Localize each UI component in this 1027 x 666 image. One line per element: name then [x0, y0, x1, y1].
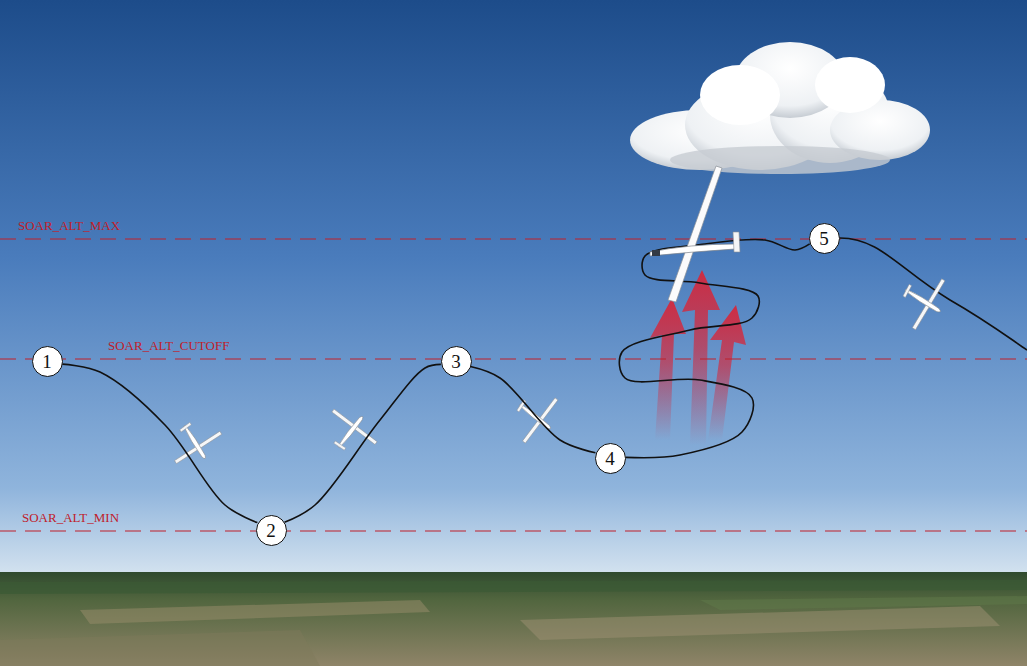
- cloud-puff: [700, 65, 780, 125]
- glider-canopy: [652, 250, 660, 256]
- altitude-label: SOAR_ALT_CUTOFF: [108, 338, 229, 353]
- cloud-puff: [735, 42, 845, 118]
- cloud-base: [670, 146, 890, 174]
- flight-path-tail: [840, 238, 1027, 350]
- cloud-puff: [770, 67, 890, 163]
- thermal-arrow: [650, 298, 686, 440]
- cloud-puff: [685, 80, 835, 170]
- field-strip: [700, 596, 1027, 610]
- altitude-line: [0, 530, 1027, 531]
- field-strip: [80, 600, 430, 624]
- sky: [0, 0, 1027, 574]
- step-circle: 3: [441, 346, 472, 377]
- altitude-lines: [0, 239, 1027, 531]
- glider-fuselage: [650, 244, 739, 256]
- altitude-label: SOAR_ALT_MAX: [18, 218, 120, 233]
- glider-wing: [668, 166, 722, 302]
- field-strip: [520, 606, 1000, 640]
- large-glider: [650, 166, 740, 302]
- thermal-arrow: [682, 270, 720, 445]
- field-strip: [0, 580, 1027, 594]
- glider: [317, 400, 383, 464]
- step-number: 1: [42, 352, 52, 371]
- glider: [503, 383, 567, 449]
- step-circle: 2: [256, 515, 287, 546]
- step-number: 4: [605, 449, 615, 468]
- step-number: 5: [819, 229, 829, 248]
- glider: [162, 411, 228, 472]
- flight-path: [62, 364, 257, 522]
- thermal-arrow: [708, 305, 746, 440]
- step-number: 3: [451, 352, 461, 371]
- altitude-line: [0, 238, 1027, 239]
- flight-path: [470, 367, 595, 453]
- step-circle: 4: [595, 443, 626, 474]
- glider: [891, 266, 956, 336]
- field-strip: [0, 630, 320, 666]
- cloud-puff: [630, 110, 770, 170]
- cloud-puff: [815, 57, 885, 113]
- step-number: 2: [266, 521, 276, 540]
- step-circle: 5: [809, 223, 840, 254]
- ground: [0, 572, 1027, 666]
- thermal-arrows: [650, 270, 746, 445]
- cloud-puff: [830, 100, 930, 160]
- flight-path: [284, 364, 440, 522]
- altitude-line: [0, 358, 1027, 359]
- glider-tail: [733, 232, 740, 252]
- altitude-label: SOAR_ALT_MIN: [22, 510, 119, 525]
- step-circle: 1: [32, 346, 63, 377]
- flight-path: [619, 239, 809, 457]
- cloud: [630, 42, 930, 174]
